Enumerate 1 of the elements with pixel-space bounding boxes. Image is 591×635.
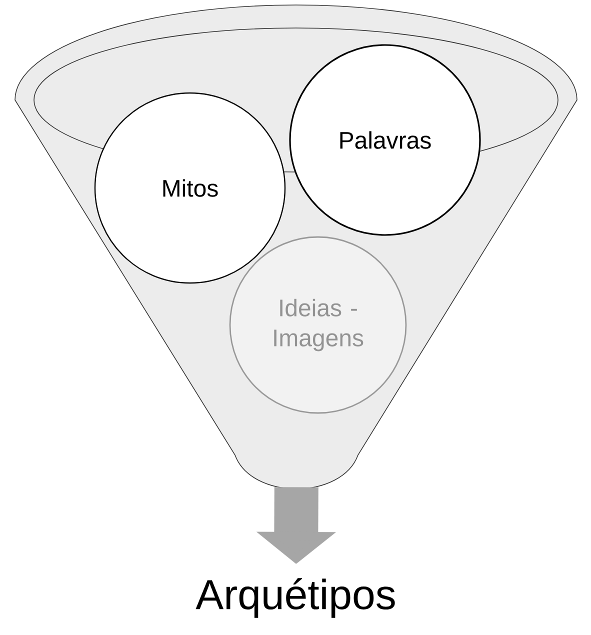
result-text: Arquétipos <box>196 578 395 618</box>
